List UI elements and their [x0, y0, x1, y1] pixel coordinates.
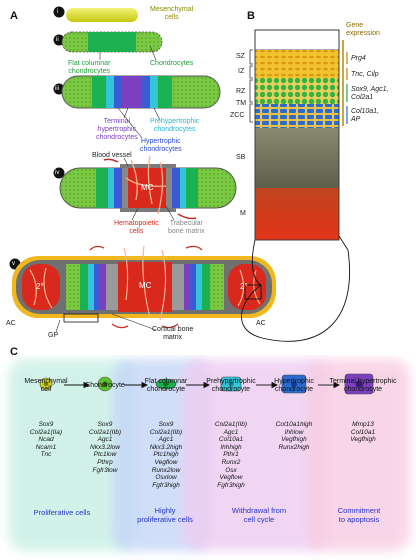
stage-genes: Mmp13 Col10a1 Vegfhigh — [350, 421, 376, 444]
stage-title: Mesenchymal cell — [24, 378, 68, 393]
stage-ii-anlage — [61, 31, 163, 53]
stage-title: Hypertrophic chondrocyte — [274, 378, 314, 393]
footer-proliferative: Proliferative cells — [33, 508, 91, 517]
label-ac-right: AC — [256, 320, 266, 327]
zone-rz: RZ — [236, 88, 246, 95]
stage-genes: Col10a1high Ihhlow Vegfhigh Runx2high — [275, 421, 313, 451]
genes-prg4: Prg4 — [351, 55, 366, 62]
roman-iv: iv — [55, 170, 60, 176]
roman-i: i — [57, 9, 59, 15]
label-mc-v: MC — [139, 281, 152, 290]
zone-brackets — [249, 49, 253, 123]
label-mesenchymal-cells: Mesenchymal cells — [150, 6, 194, 21]
panel-b-column — [241, 29, 350, 342]
panel-b-letter: B — [247, 10, 255, 22]
zone-sz: SZ — [236, 53, 245, 60]
panel-a-letter: A — [10, 10, 18, 22]
stage-iii-cartilage — [61, 75, 221, 109]
label-blood-vessel: Blood vessel — [92, 152, 132, 159]
panel-c-graphics — [8, 359, 410, 551]
stage-title: Flat columnar chondrocyte — [144, 378, 188, 393]
pointer-lines — [55, 45, 175, 333]
label-ac-left: AC — [6, 320, 16, 327]
genes-sox9: Sox9, Agc1, Col2a1 — [351, 86, 389, 101]
label-chondrocytes: Chondrocytes — [150, 60, 194, 67]
stage-title: Chondrocyte — [85, 382, 125, 389]
zone-m: M — [240, 210, 246, 217]
footer-highly-proliferative: Highly proliferative cells — [137, 506, 193, 524]
footer-commitment: Commitment to apoptosis — [337, 506, 381, 524]
stage-genes: Col2a1(IIb) Agc1 Col10a1 Ihhhigh Pthr1 R… — [214, 421, 248, 489]
roman-markers — [9, 6, 65, 270]
stage-title: Terminal hypertrophic chondrocyte — [329, 378, 397, 393]
panel-ab-graphics — [9, 6, 350, 342]
label-gene-expression: Gene expression — [346, 22, 380, 37]
panel-c-letter: C — [10, 346, 18, 358]
stage-v-secondary-ossification — [12, 245, 276, 329]
label-gp: GP — [48, 332, 59, 339]
roman-v: v — [12, 261, 15, 267]
label-prehypertrophic: Prehypertrophic chondrocytes — [150, 118, 200, 133]
label-mc-iv: MC — [141, 183, 154, 192]
stage-genes: Sox9 Col2a1(IIa) Ncad Ncam1 Tnc — [29, 421, 63, 459]
gene-expression-bars — [342, 40, 348, 126]
footer-withdrawal: Withdrawal from cell cycle — [231, 506, 287, 524]
stage-genes: Sox9 Col2a1(IIb) Agc1 Nkx3.2low Ptc1low … — [88, 421, 122, 474]
label-secondary-right: 2° — [240, 282, 248, 291]
zone-iz: IZ — [238, 68, 245, 75]
label-hematopoietic: Hematopoietic cells — [114, 220, 159, 235]
genes-col10: Col10a1, AP — [351, 108, 380, 123]
stage-arrows — [64, 381, 341, 389]
stage-cells — [39, 373, 374, 395]
stage-genes: Sox9 Col2a1(IIb) Agc1 Nkx3.2high Ptc1hig… — [149, 421, 183, 489]
stage-title: Prehypertrophic chondrocyte — [206, 378, 256, 393]
label-terminal-hypertrophic: Terminal hypertrophic chondrocytes — [96, 118, 138, 141]
zone-zcc: ZCC — [230, 112, 245, 119]
label-hypertrophic: Hypertrophic chondrocytes — [140, 138, 182, 153]
label-cortical-bone: Cortical bone matrix — [152, 326, 194, 341]
mesenchymal-condensation — [66, 8, 138, 22]
zone-tm: TM — [236, 100, 247, 107]
label-flat-columnar: Flat columnar chondrocytes — [68, 60, 111, 75]
label-trabecular: Trabecular bone matrix — [168, 220, 205, 235]
stage-iv-primary-ossification — [59, 155, 237, 220]
genes-tnc: Tnc, Cilp — [351, 71, 379, 78]
roman-ii: ii — [56, 37, 59, 43]
label-secondary-left: 2° — [36, 282, 44, 291]
roman-iii: iii — [55, 86, 59, 92]
zone-sb: SB — [236, 154, 246, 161]
